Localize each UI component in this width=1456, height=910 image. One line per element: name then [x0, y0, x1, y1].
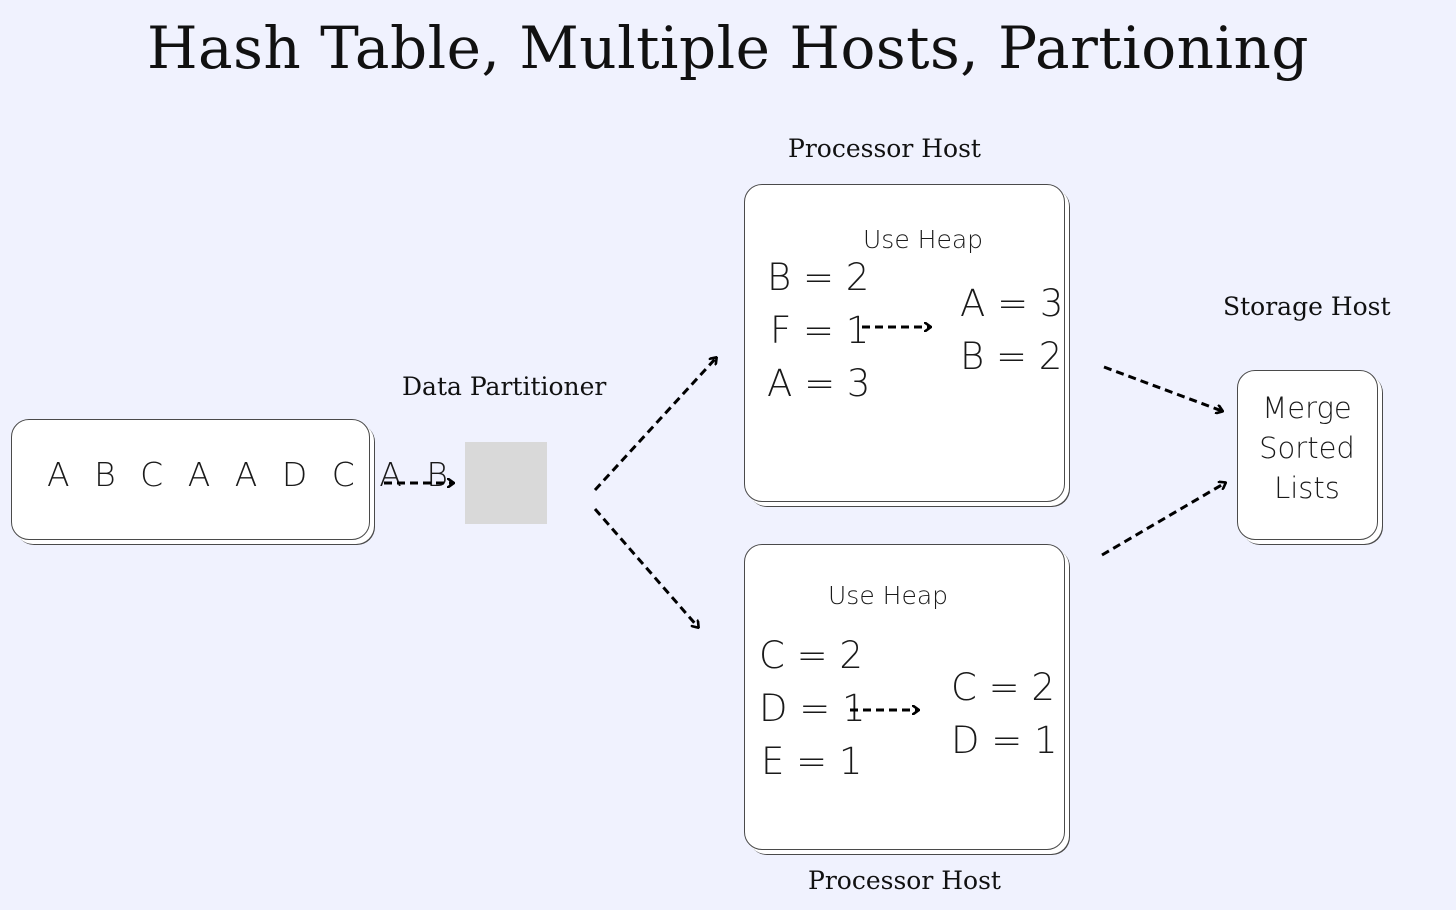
- partitioner-label: Data Partitioner: [402, 372, 607, 401]
- merge-line: Sorted: [1259, 431, 1355, 465]
- storage-host-card: Merge Sorted Lists: [1237, 370, 1378, 540]
- merge-line: Lists: [1274, 471, 1340, 505]
- merge-sorted-lists-text: Merge Sorted Lists: [1238, 388, 1376, 508]
- count-entry: F = 1: [770, 309, 870, 352]
- count-entry: B = 2: [767, 256, 870, 299]
- arrow-top-host-to-storage: [1103, 365, 1222, 411]
- input-data-card: A B C A A D C A B C: [11, 419, 495, 540]
- partitioner-box: [465, 442, 547, 524]
- arrow-partitioner-to-bottom-host: [593, 508, 698, 627]
- input-data-text: A B C A A D C A B C: [47, 455, 503, 494]
- use-heap-label-top: Use Heap: [863, 225, 984, 254]
- arrow-partitioner-to-top-host: [593, 358, 716, 492]
- storage-host-label: Storage Host: [1223, 292, 1391, 321]
- sorted-entry: C = 2: [951, 666, 1055, 709]
- count-entry: E = 1: [761, 740, 863, 783]
- processor-host-top-card: Use Heap B = 2 F = 1 A = 3 A = 3 B = 2: [744, 184, 1065, 502]
- count-list-top: B = 2 F = 1 A = 3: [767, 251, 870, 410]
- count-list-bottom: C = 2 D = 1 E = 1: [759, 629, 866, 788]
- merge-line: Merge: [1262, 391, 1352, 425]
- diagram-title: Hash Table, Multiple Hosts, Partioning: [146, 14, 1310, 82]
- processor-host-bottom-card: Use Heap C = 2 D = 1 E = 1 C = 2 D = 1: [744, 544, 1065, 850]
- sorted-entry: A = 3: [960, 282, 1064, 325]
- count-entry: C = 2: [759, 634, 863, 677]
- sorted-entry: D = 1: [951, 719, 1058, 762]
- sorted-entry: B = 2: [960, 335, 1063, 378]
- count-entry: D = 1: [759, 687, 866, 730]
- sorted-list-bottom: C = 2 D = 1: [951, 661, 1058, 767]
- processor-host-bottom-label: Processor Host: [808, 866, 1001, 895]
- count-entry: A = 3: [767, 362, 871, 405]
- use-heap-label-bottom: Use Heap: [828, 581, 949, 610]
- processor-host-top-label: Processor Host: [788, 134, 981, 163]
- sorted-list-top: A = 3 B = 2: [960, 277, 1063, 383]
- arrow-bottom-host-to-storage: [1101, 483, 1225, 557]
